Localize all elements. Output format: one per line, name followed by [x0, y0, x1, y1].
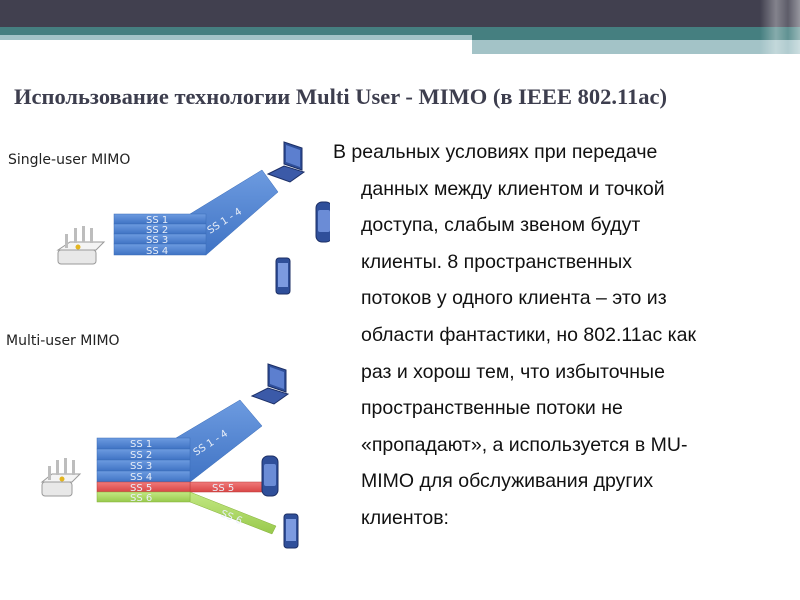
body-line: MIMO для обслуживания других — [361, 470, 654, 493]
body-line: потоков у одного клиента – это из — [361, 287, 667, 310]
header-dark-bar — [0, 0, 800, 27]
svg-text:SS 6: SS 6 — [219, 509, 244, 528]
svg-text:SS 2: SS 2 — [146, 225, 168, 236]
body-line: раз и хорош тем, что избыточные — [361, 360, 665, 383]
body-line: доступа, слабым звеном будут — [361, 214, 641, 237]
multi-user-streams: SS 1 SS 2 SS 3 SS 4 SS 5 SS 6 — [96, 437, 191, 504]
svg-text:SS 1: SS 1 — [130, 439, 152, 450]
smartphone-icon — [315, 201, 330, 243]
laptop-icon — [250, 363, 290, 405]
phone-icon — [275, 257, 291, 295]
slide-title: Использование технологии Multi User - MI… — [14, 84, 667, 109]
header-edge-fade — [760, 0, 800, 54]
single-user-streams: SS 1 SS 2 SS 3 SS 4 — [113, 213, 207, 257]
router-icon — [56, 226, 106, 265]
svg-text:SS 5: SS 5 — [130, 483, 152, 494]
body-line: области фантастики, но 802.11ac как — [361, 323, 696, 346]
smartphone-icon — [261, 455, 279, 497]
header-light-band — [0, 35, 472, 40]
svg-text:SS 5: SS 5 — [212, 483, 234, 494]
header-light-band-right — [472, 40, 800, 54]
svg-text:SS 3: SS 3 — [146, 235, 168, 246]
svg-text:SS 2: SS 2 — [130, 450, 152, 461]
phone-icon — [283, 513, 299, 549]
body-line: В реальных условиях при передаче — [333, 141, 658, 163]
body-line: «пропадают», а используется в MU- — [361, 433, 688, 456]
body-line: клиенты. 8 пространственных — [361, 250, 633, 273]
router-icon — [40, 458, 82, 497]
svg-text:SS 4: SS 4 — [130, 472, 152, 483]
body-line: клиентов: — [361, 506, 449, 529]
laptop-icon — [266, 141, 306, 183]
svg-text:SS 1: SS 1 — [146, 215, 168, 226]
header-teal-band-right — [472, 27, 800, 40]
mimo-diagram: Single-user MIMO Multi-user MIMO — [0, 130, 330, 550]
single-user-mimo-label: Single-user MIMO — [8, 152, 131, 168]
svg-text:SS 3: SS 3 — [130, 461, 152, 472]
diagram-graphics: SS 1 - 4 SS 1 SS 2 SS 3 SS 4 — [40, 141, 330, 549]
body-line: пространственные потоки не — [361, 397, 623, 420]
svg-text:SS 4: SS 4 — [146, 246, 168, 257]
header-teal-band — [0, 27, 472, 35]
svg-text:SS 6: SS 6 — [130, 493, 152, 504]
multi-user-mimo-label: Multi-user MIMO — [6, 333, 120, 349]
body-line: данных между клиентом и точкой — [361, 177, 665, 200]
body-paragraph: В реальных условиях при передаче данных … — [333, 134, 800, 537]
